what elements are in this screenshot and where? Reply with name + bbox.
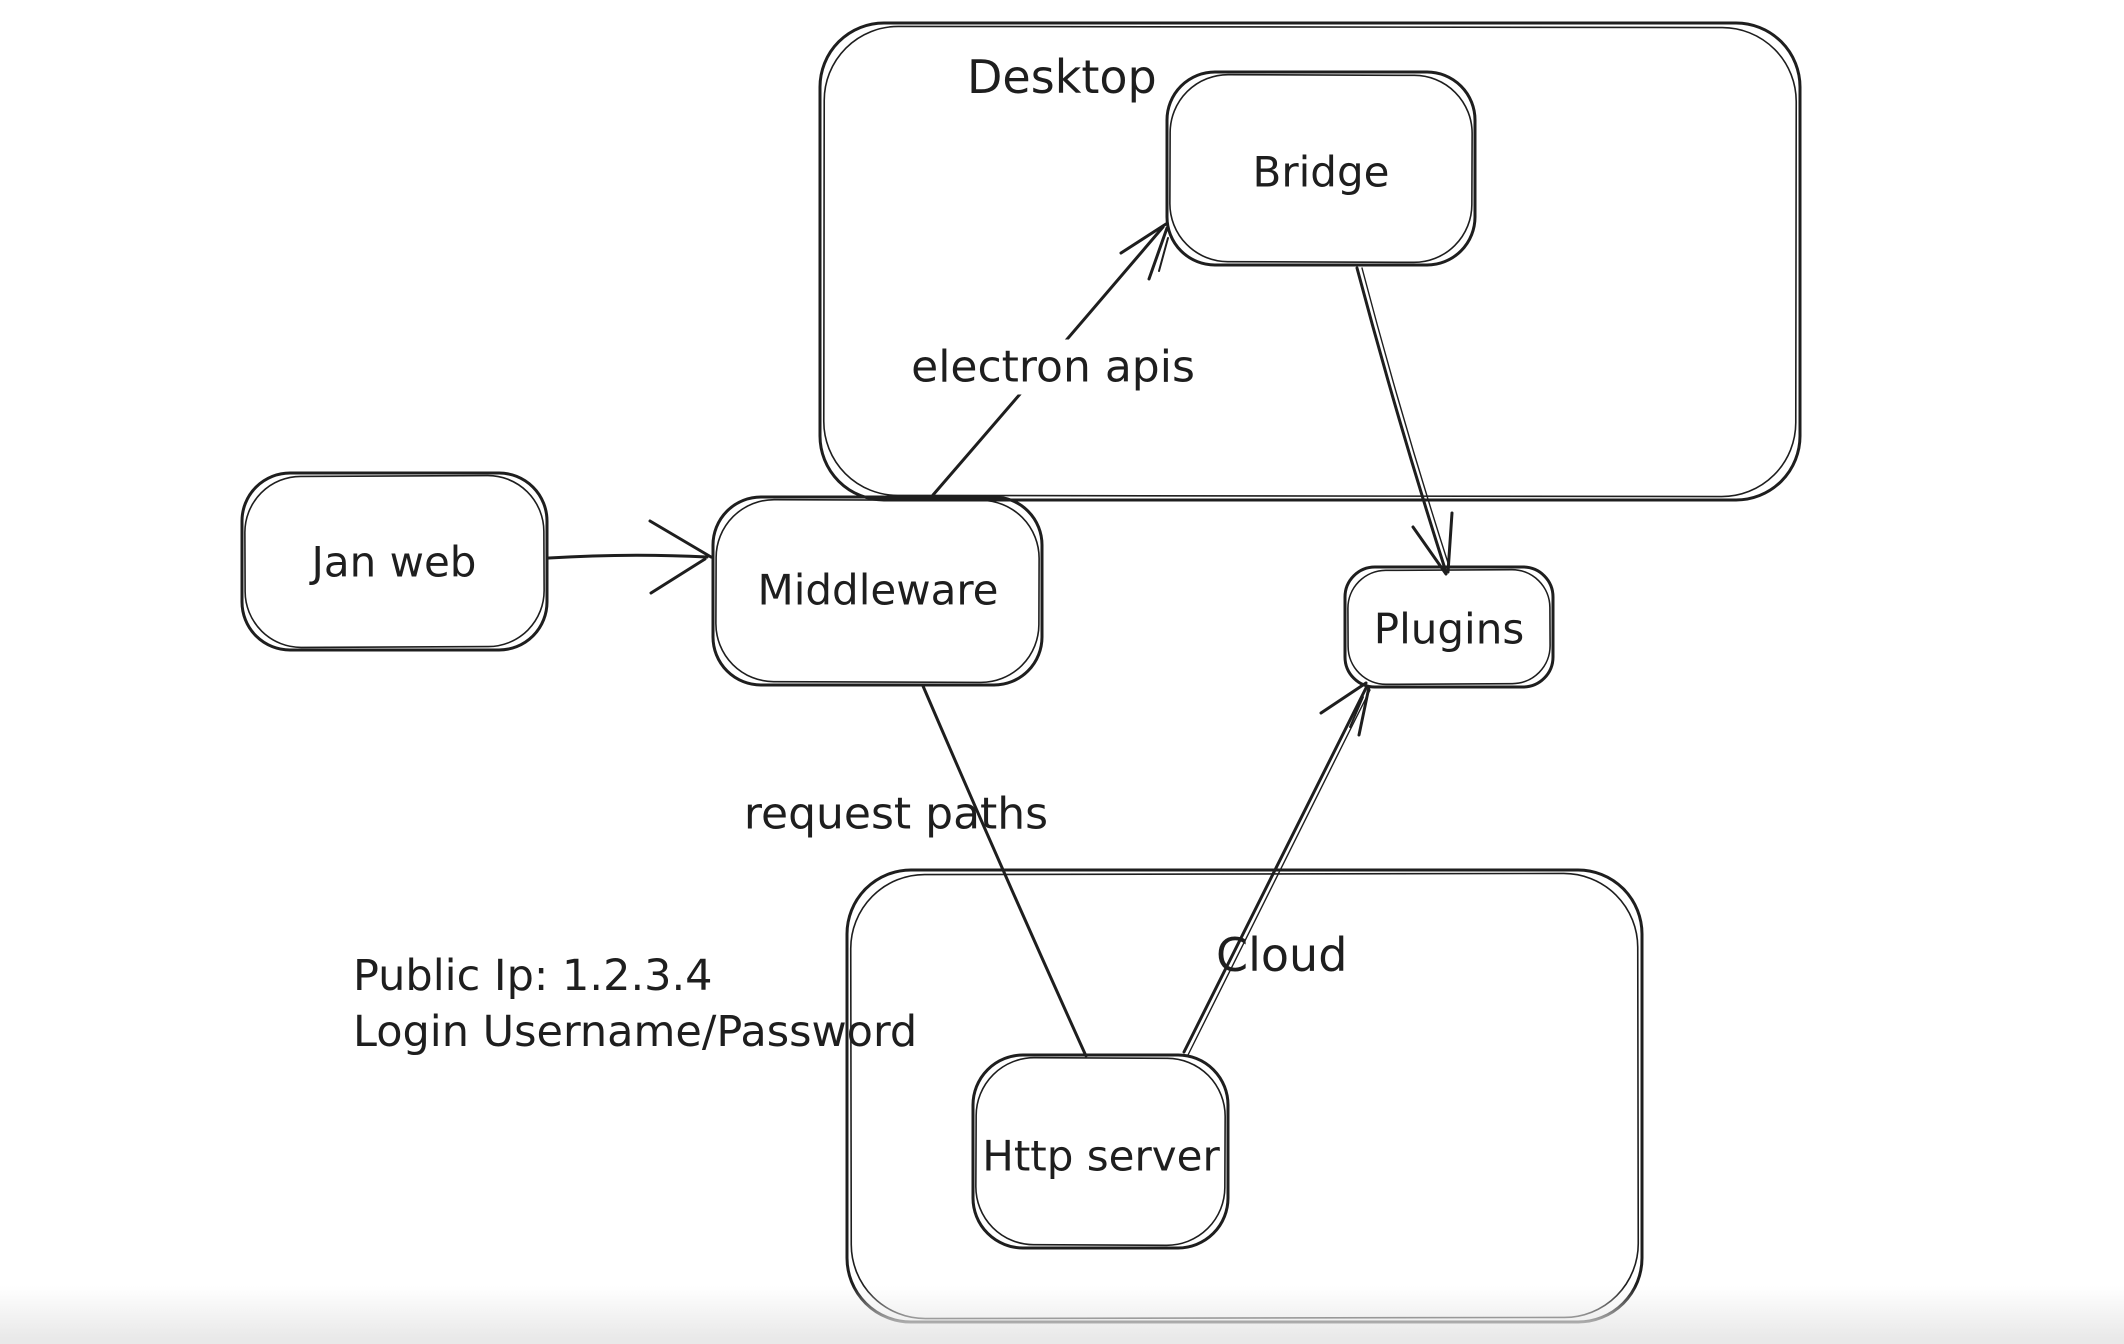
desktop-container-label[interactable]: Desktop <box>967 50 1157 104</box>
middleware-label[interactable]: Middleware <box>757 565 999 615</box>
arrow-janweb-to-middleware[interactable] <box>547 519 713 595</box>
http-server-box[interactable] <box>971 1053 1230 1250</box>
public-ip-annotation[interactable]: Public Ip: 1.2.3.4 <box>353 951 713 1001</box>
electron-apis-edge-label[interactable]: electron apis <box>901 339 1205 395</box>
plugins-label[interactable]: Plugins <box>1373 604 1525 654</box>
bridge-box[interactable] <box>1165 70 1477 267</box>
login-credentials-annotation[interactable]: Login Username/Password <box>353 1007 918 1057</box>
cloud-container-label[interactable]: Cloud <box>1216 928 1348 982</box>
plugins-box[interactable] <box>1343 565 1555 689</box>
bridge-label[interactable]: Bridge <box>1252 147 1390 197</box>
http-server-label[interactable]: Http server <box>982 1131 1220 1181</box>
line-middleware-to-httpserver[interactable] <box>921 684 1088 1058</box>
arrow-httpserver-to-plugins[interactable] <box>1182 681 1371 1056</box>
arrow-bridge-to-plugins[interactable] <box>1355 266 1454 576</box>
jan-web-box[interactable] <box>240 471 549 652</box>
jan-web-label[interactable]: Jan web <box>311 537 477 587</box>
request-paths-edge-label[interactable]: request paths <box>743 788 1049 840</box>
middleware-box[interactable] <box>711 495 1044 687</box>
desktop-container-frame[interactable] <box>818 21 1802 502</box>
